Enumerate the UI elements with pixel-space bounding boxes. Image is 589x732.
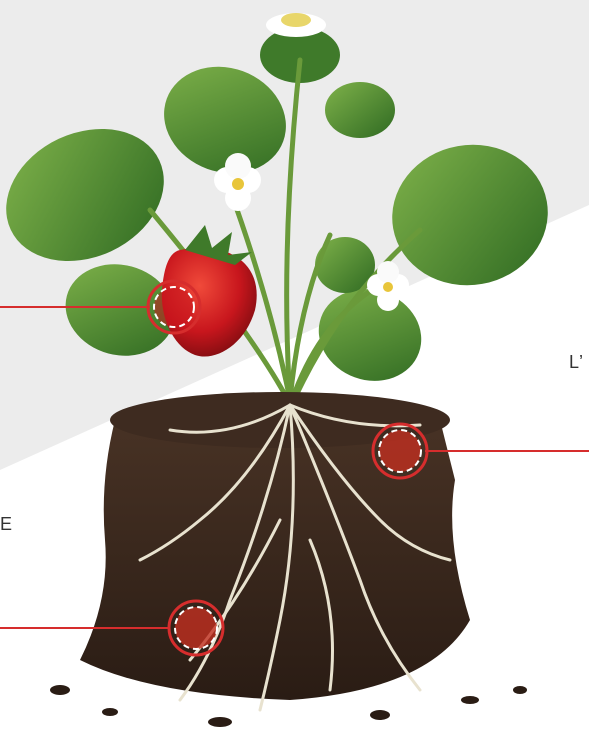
flower: [266, 13, 326, 37]
strawberry-callout[interactable]: [148, 281, 200, 333]
edge-text-right: L’: [569, 352, 584, 373]
soil-callout[interactable]: [373, 424, 427, 478]
edge-text-left: E: [0, 514, 13, 535]
roots-callout[interactable]: [169, 601, 223, 655]
leaf: [325, 82, 395, 138]
